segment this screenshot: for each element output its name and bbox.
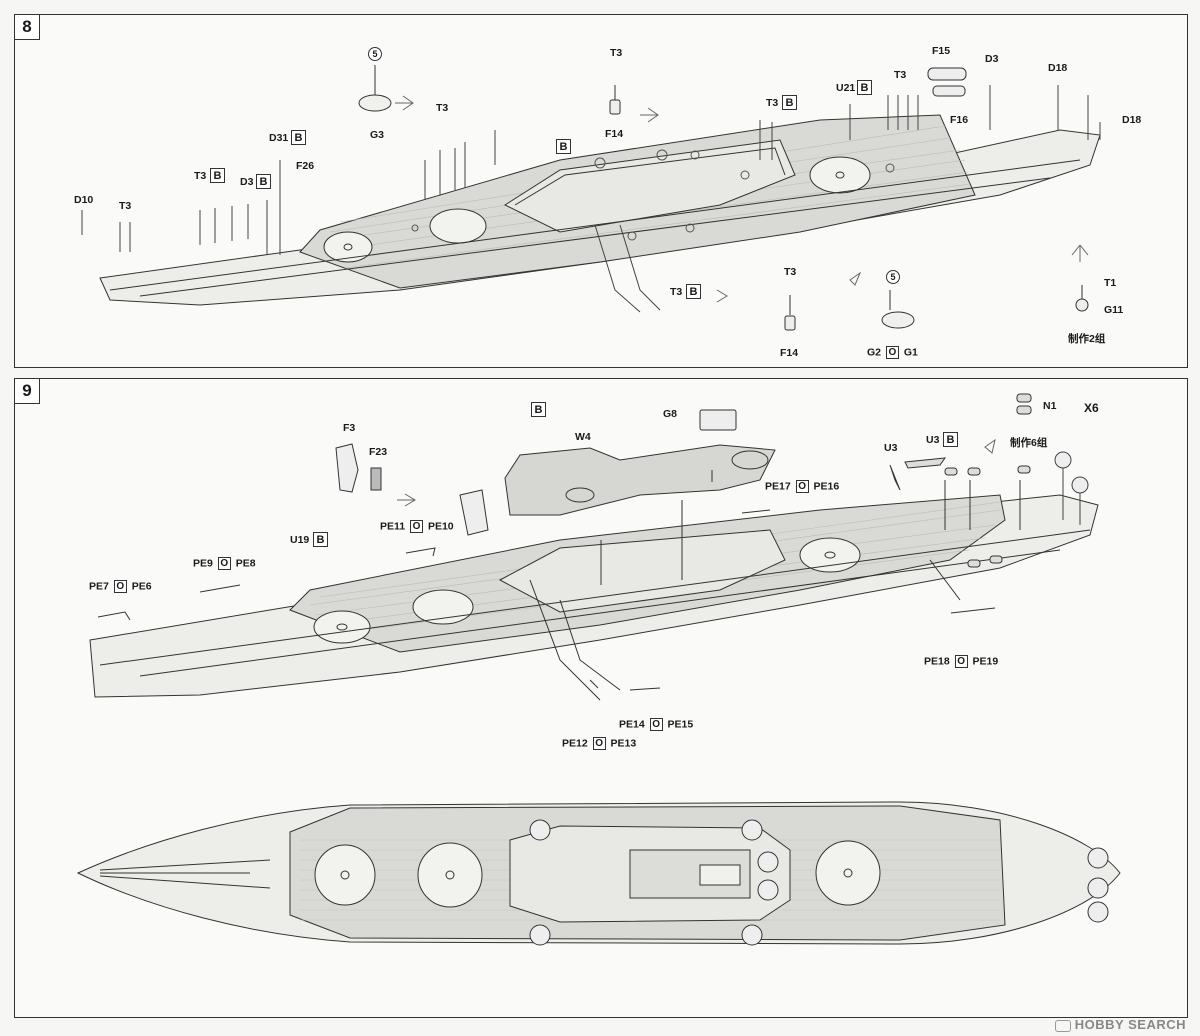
box-o-2: O: [410, 520, 424, 533]
label-x6: X6: [1084, 401, 1099, 415]
box-o-3: O: [217, 557, 231, 570]
circle-5-lower: 5: [886, 270, 900, 284]
step-8-drawing: [81, 65, 1101, 331]
watermark-text: HOBBY SEARCH: [1074, 1017, 1186, 1032]
label-g11: G11: [1104, 304, 1124, 316]
label-g2-o-g1: G2 O G1: [867, 346, 918, 359]
circle-5-top: 5: [368, 47, 382, 61]
label-d31: D31: [269, 132, 289, 144]
box-o-6: O: [649, 718, 663, 731]
label-d18-right: D18: [1122, 114, 1142, 126]
label-pe7-pe6: PE7 O PE6: [89, 580, 152, 593]
label-f26: F26: [296, 160, 315, 172]
label-f15: F15: [932, 45, 951, 57]
label-t3-b1: T3: [194, 170, 207, 182]
label-pe11-pe10: PE11 O PE10: [380, 520, 454, 533]
label-f14-lower: F14: [780, 347, 799, 359]
label-f14-top: F14: [605, 128, 624, 140]
box-o-g: O: [885, 346, 899, 359]
label-w4: W4: [575, 431, 591, 443]
box-o-1: O: [795, 480, 809, 493]
label-pe10: PE10: [427, 520, 454, 533]
label-d18-top: D18: [1048, 62, 1068, 74]
box-b-7: B: [943, 432, 958, 447]
label-u3-box: U3: [926, 434, 940, 446]
box-b-mid: B: [556, 139, 571, 154]
box-b-5: B: [857, 80, 872, 95]
label-t3-bow: T3: [119, 200, 132, 212]
label-d3-b: D3: [240, 176, 254, 188]
label-t3-far: T3: [894, 69, 907, 81]
label-u19: U19: [290, 534, 310, 546]
box-o-7: O: [592, 737, 606, 750]
box-b-8: B: [313, 532, 328, 547]
label-pe18-pe19: PE18 O PE19: [924, 655, 998, 668]
box-b-3: B: [291, 130, 306, 145]
label-g8: G8: [663, 408, 678, 420]
box-o-5: O: [954, 655, 968, 668]
label-f16: F16: [950, 114, 969, 126]
label-make-6: 制作6组: [1010, 437, 1048, 449]
label-pe7: PE7: [89, 580, 109, 593]
label-pe17-pe16: PE17 O PE16: [765, 480, 839, 493]
step-8-number: 8: [14, 14, 40, 40]
label-pe9-pe8: PE9 O PE8: [193, 557, 256, 570]
label-pe17: PE17: [765, 480, 791, 493]
label-pe14-pe15: PE14 O PE15: [619, 718, 693, 731]
label-d10: D10: [74, 194, 94, 206]
box-b-6: B: [686, 284, 701, 299]
label-pe11: PE11: [380, 520, 406, 533]
box-b-4: B: [782, 95, 797, 110]
box-b-w4: B: [531, 402, 546, 417]
label-g1: G1: [903, 346, 918, 359]
box-o-4: O: [113, 580, 127, 593]
label-d3-top: D3: [985, 53, 999, 65]
label-pe15: PE15: [667, 718, 694, 731]
label-pe19: PE19: [972, 655, 999, 668]
hobby-search-logo-icon: [1054, 1019, 1071, 1032]
step-9-number: 9: [14, 378, 40, 404]
label-g2: G2: [867, 346, 882, 359]
label-pe9: PE9: [193, 557, 213, 570]
label-pe18: PE18: [924, 655, 950, 668]
label-t3-mid: T3: [436, 102, 449, 114]
label-t3-right: T3: [766, 97, 779, 109]
label-t3-top: T3: [610, 47, 623, 59]
label-make-2: 制作2组: [1068, 333, 1106, 345]
label-pe12: PE12: [562, 737, 588, 750]
label-pe12-pe13: PE12 O PE13: [562, 737, 636, 750]
label-u3-left: U3: [884, 442, 898, 454]
label-f3: F3: [343, 422, 356, 434]
label-pe16: PE16: [813, 480, 840, 493]
label-n1: N1: [1043, 400, 1057, 412]
label-g3: G3: [370, 129, 385, 141]
label-pe6: PE6: [131, 580, 152, 593]
box-b-2: B: [256, 174, 271, 189]
box-b-1: B: [210, 168, 225, 183]
label-t3-bottom: T3: [670, 286, 683, 298]
label-pe14: PE14: [619, 718, 645, 731]
label-f23: F23: [369, 446, 388, 458]
label-pe13: PE13: [610, 737, 637, 750]
label-pe8: PE8: [235, 557, 256, 570]
label-t3-lower: T3: [784, 266, 797, 278]
label-t1: T1: [1104, 277, 1117, 289]
label-u21: U21: [836, 82, 856, 94]
watermark: HOBBY SEARCH: [1054, 1017, 1186, 1032]
